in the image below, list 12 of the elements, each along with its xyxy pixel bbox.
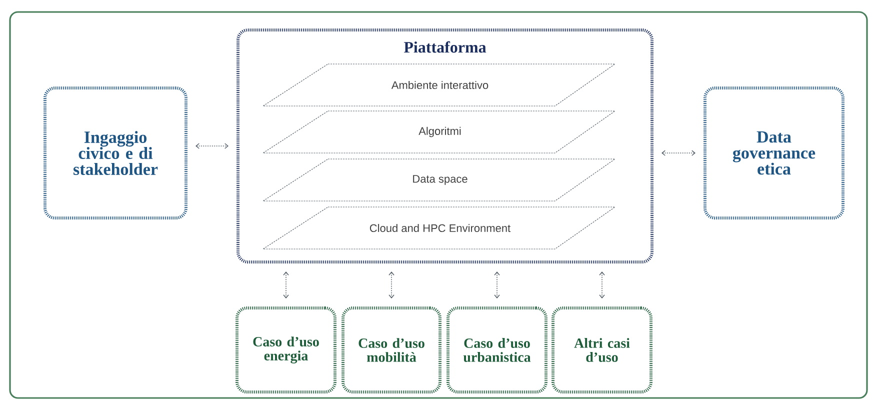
arrow [662, 150, 696, 156]
use-case-box: Caso d’uso mobilità [342, 306, 442, 394]
arrow [494, 272, 500, 298]
use-case-box: Altri casi d’uso [552, 306, 652, 394]
topic-box: Ingaggio civico e di stakeholder [44, 86, 188, 220]
arrow [196, 143, 228, 149]
arrow [283, 272, 289, 298]
arrow [388, 272, 394, 298]
topic-box: Data governance etica [704, 86, 844, 220]
use-case-box: Caso d’uso urbanistica [446, 306, 548, 394]
arrow [599, 272, 605, 298]
use-case-box: Caso d’uso energia [236, 306, 336, 394]
